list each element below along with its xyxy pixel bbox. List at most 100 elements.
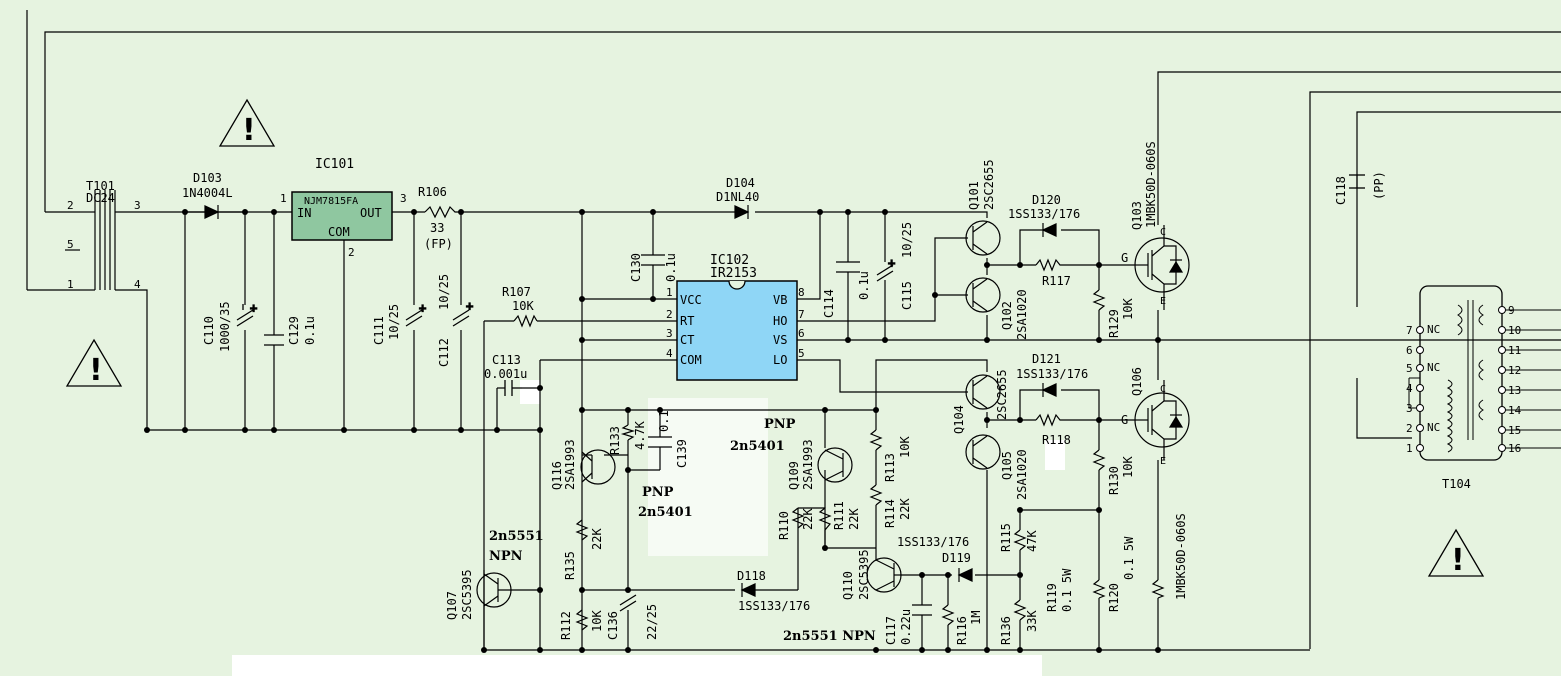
q101-ref: Q101 [967, 181, 981, 210]
t104-lpin1: 1 [1406, 442, 1413, 455]
q103-part: 1MBK50D-060S [1144, 141, 1158, 228]
r119-value: 0.1 5W [1060, 568, 1074, 612]
c110-label: C110 [202, 316, 216, 345]
svg-text:+: + [466, 299, 473, 313]
igbt-c-upper: C [1160, 227, 1166, 238]
q106-ref: Q106 [1130, 367, 1144, 396]
t104-rpin10: 10 [1508, 324, 1521, 337]
r135-value: 22K [590, 528, 604, 550]
r116-ref: R116 [955, 616, 969, 645]
annotation-npn2: 2n5551 NPN [783, 629, 876, 644]
svg-text:!: ! [242, 113, 256, 148]
q104-ref: Q104 [952, 405, 966, 434]
ic101-body [291, 191, 393, 241]
d104-value: D1NL40 [716, 190, 759, 204]
d104-ref: D104 [726, 176, 755, 190]
d119-ref: D119 [942, 551, 971, 565]
transistor-symbols [476, 220, 1190, 608]
t101-pin4: 4 [134, 278, 141, 291]
t104-transformer: T104 7 6 5 4 3 2 1 NC NC NC 9 10 11 12 1… [1406, 285, 1561, 491]
ic102-pin2: 2 [666, 308, 673, 321]
d118-value: 1SS133/176 [738, 599, 810, 613]
r106-ref: R106 [418, 185, 447, 199]
ic102-pin3: 3 [666, 327, 673, 340]
ic102-pin2-name: RT [680, 314, 694, 328]
ic101-com: COM [328, 225, 350, 239]
c136-ref: C136 [606, 611, 620, 640]
q106-part: 1MBK50D-060S [1174, 513, 1188, 600]
t104-lpin5: 5 [1406, 362, 1413, 375]
r136-ref: R136 [999, 616, 1013, 645]
q103-ref: Q103 [1130, 201, 1144, 230]
r113-value: 10K [898, 436, 912, 458]
annotation-pnp1-type: PNP [764, 417, 796, 432]
q109-part: 2SA1993 [801, 439, 815, 490]
c129-ref: C129 [287, 316, 301, 345]
warning-icon-right: ! [1428, 529, 1484, 578]
d121-value: 1SS133/176 [1016, 367, 1088, 381]
r107-ref: R107 [502, 285, 531, 299]
ic102-pin8: 8 [798, 286, 805, 299]
r130-value: 10K [1121, 456, 1135, 478]
ic102-pin5-name: LO [773, 353, 787, 367]
ic102-pin6-name: VS [773, 333, 787, 347]
ic102-pin8-name: VB [773, 293, 787, 307]
d121-ref: D121 [1032, 352, 1061, 366]
ic102-pin7-name: HO [773, 314, 787, 328]
c129-value: 0.1u [303, 316, 317, 345]
t104-lpin6: 6 [1406, 344, 1413, 357]
q105-part: 2SA1020 [1015, 449, 1029, 500]
q102-ref: Q102 [1000, 301, 1014, 330]
ic101-in: IN [297, 206, 311, 220]
annotation-pnp1-part: 2n5401 [730, 439, 785, 454]
c117-value: 0.22u [899, 609, 913, 645]
ic101-ref: IC101 [315, 157, 354, 172]
ic102-ref: IC102 [710, 253, 749, 268]
igbt-e-upper: E [1160, 296, 1166, 307]
r110-value: 22K [801, 508, 815, 530]
t104-ref: T104 [1442, 477, 1471, 491]
t104-rpin14: 14 [1508, 404, 1522, 417]
d118-ref: D118 [737, 569, 766, 583]
r106-value: 33 [430, 221, 444, 235]
junction-dots [144, 209, 1161, 653]
d103-ref: D103 [193, 171, 222, 185]
t101-pin2: 2 [67, 199, 74, 212]
t104-nc1: NC [1427, 323, 1440, 336]
t104-lpin7: 7 [1406, 324, 1413, 337]
ic101-part: NJM7815FA [304, 196, 358, 207]
r133-ref: R133 [608, 426, 622, 455]
t104-rpin12: 12 [1508, 364, 1521, 377]
svg-text:+: + [888, 256, 895, 270]
c130-value: 0.1u [664, 253, 678, 282]
igbt-e-lower: E [1160, 456, 1166, 467]
r107-value: 10K [512, 299, 534, 313]
t101-ref: T101 [86, 179, 115, 193]
r117-ref: R117 [1042, 274, 1071, 288]
r119-ref: R119 [1045, 583, 1059, 612]
annotation-npn1-type: NPN [489, 549, 523, 564]
ic102-pin5: 5 [798, 347, 805, 360]
c130-ref: C130 [629, 253, 643, 282]
t101-pin5: 5 [67, 238, 74, 251]
t104-nc3: NC [1427, 421, 1440, 434]
diode-symbols [185, 205, 1057, 597]
d120-ref: D120 [1032, 193, 1061, 207]
c111-value: 10/25 [387, 304, 401, 340]
annotation-pnp2-part: 2n5401 [638, 505, 693, 520]
t104-rpin13: 13 [1508, 384, 1521, 397]
q107-ref: Q107 [445, 591, 459, 620]
r111-ref: R111 [832, 501, 846, 530]
c114-value: 0.1u [857, 271, 871, 300]
d120-value: 1SS133/176 [1008, 207, 1080, 221]
r115-value: 47K [1025, 530, 1039, 552]
t104-rpin16: 16 [1508, 442, 1521, 455]
igbt-g-upper: G [1121, 251, 1128, 265]
ic101-out: OUT [360, 206, 382, 220]
r111-value: 22K [847, 508, 861, 530]
t101-value: DC24 [86, 191, 115, 205]
ic102-pin4: 4 [666, 347, 673, 360]
t104-rpin15: 15 [1508, 424, 1521, 437]
ic101-pin2: 2 [348, 246, 355, 259]
ic102-pin4-name: COM [680, 353, 702, 367]
